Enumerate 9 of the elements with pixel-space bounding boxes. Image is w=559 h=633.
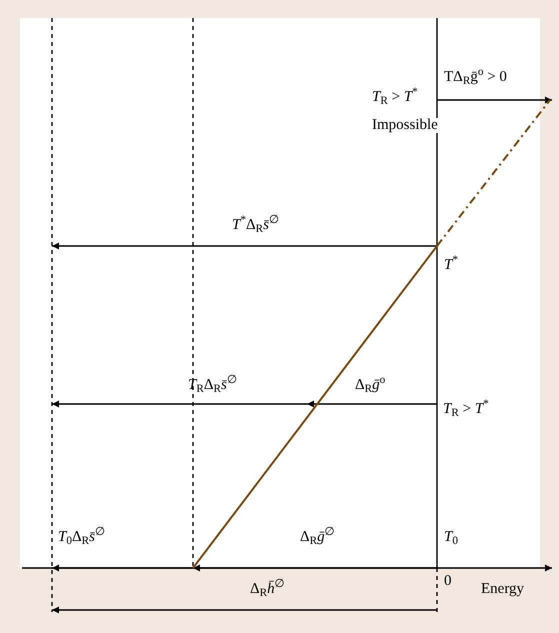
axis-label: 0 xyxy=(444,574,452,589)
math-label: TΔ$_{R}$ḡ$^{o}$ > 0 xyxy=(444,70,507,85)
math-label: T$_{R}$ > T$^{*}$ xyxy=(443,402,489,417)
math-label: Δ$_{R}$ḡ$^{o}$ xyxy=(355,378,386,393)
math-label: T$_{0}$ xyxy=(444,530,458,545)
axis-label: Energy xyxy=(481,582,524,597)
region-label: Impossible xyxy=(372,118,438,133)
math-label: T$_{R}$ > T$^{*}$ xyxy=(372,90,418,105)
math-label: T$^{*}$ xyxy=(444,258,458,273)
